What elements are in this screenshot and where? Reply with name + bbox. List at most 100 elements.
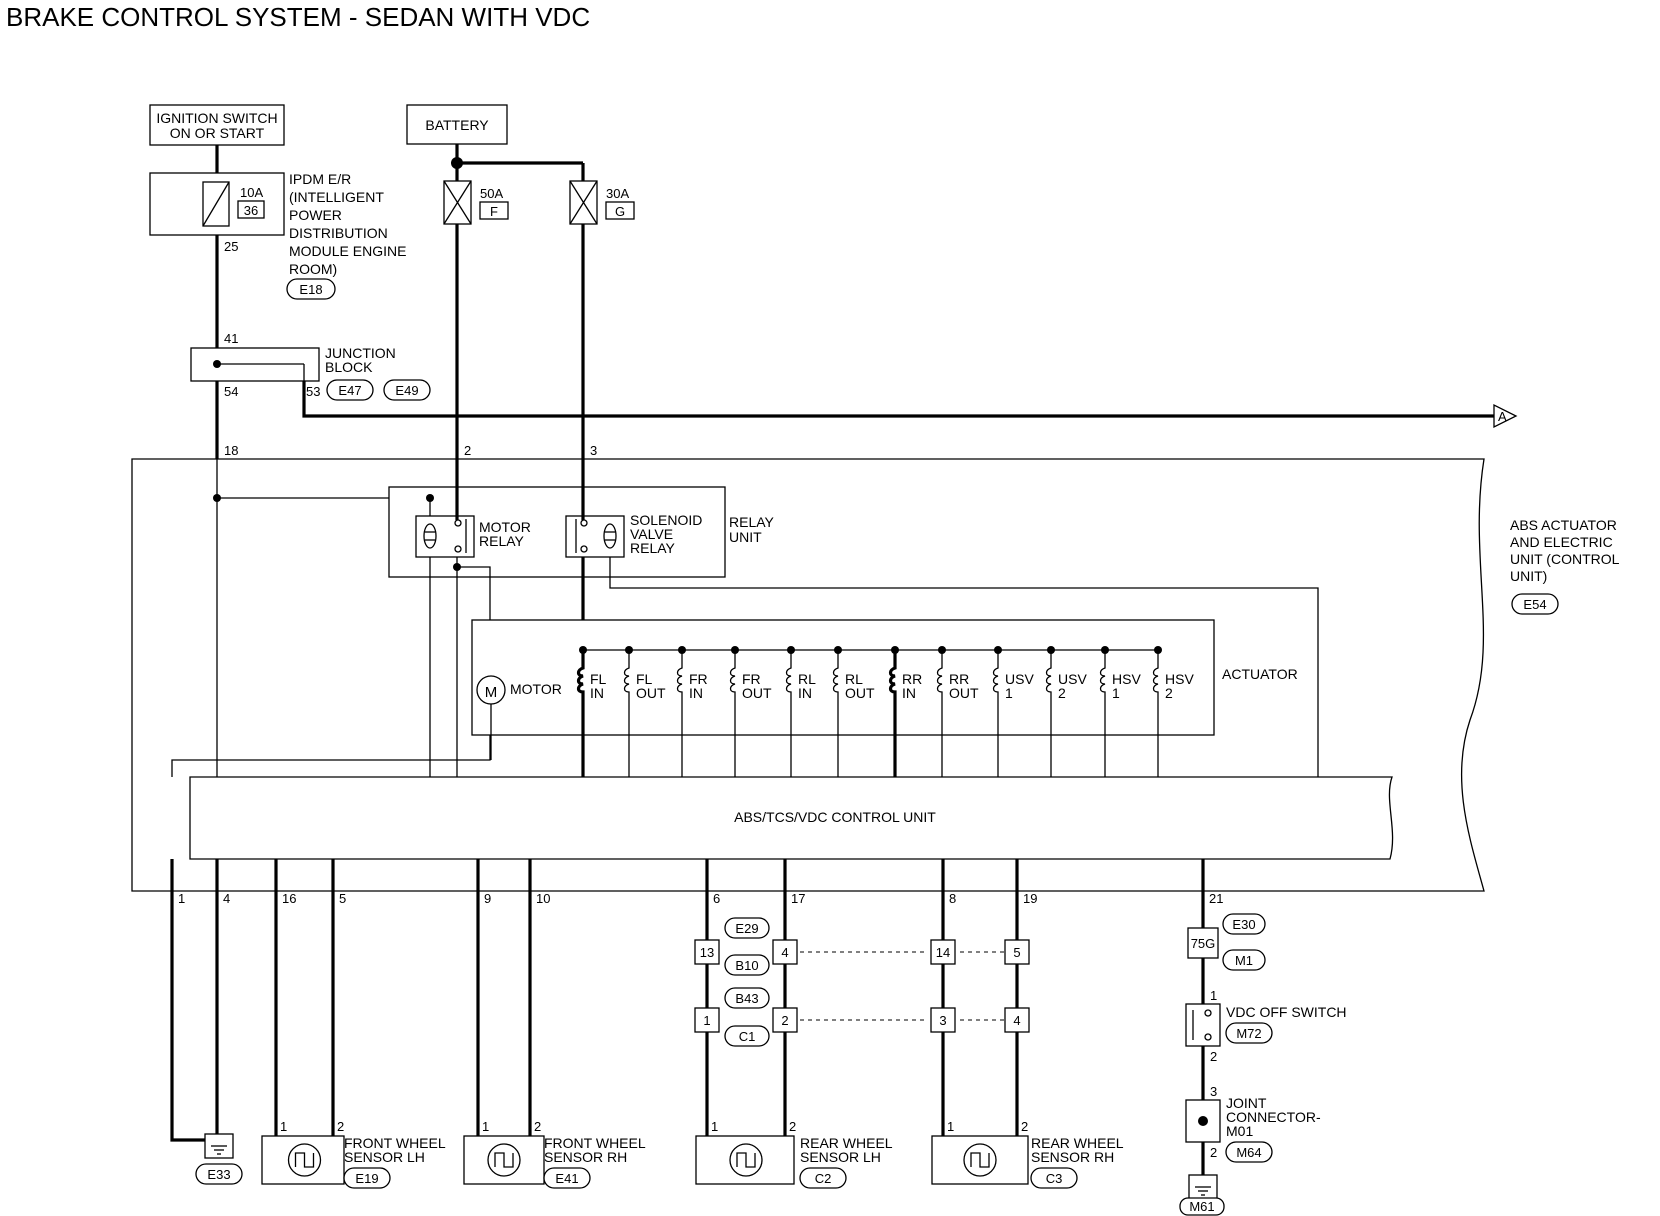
sensor-label-2: SENSOR LH xyxy=(344,1149,425,1165)
valve-label-top: FR xyxy=(689,671,708,687)
valve-label-top: HSV xyxy=(1165,671,1194,687)
joint-label-3: M01 xyxy=(1226,1123,1253,1139)
relay-unit-label-1: RELAY xyxy=(729,514,775,530)
inline-pin-box-upper xyxy=(1004,939,1030,965)
conn-m1: M1 xyxy=(1235,953,1253,968)
valve-coil-icon xyxy=(1045,650,1052,777)
valve-label-top: HSV xyxy=(1112,671,1141,687)
inline-pin-lower: 4 xyxy=(1013,1013,1020,1028)
sensor-label-1: REAR WHEEL xyxy=(800,1135,893,1151)
svg-text:ROOM): ROOM) xyxy=(289,261,337,277)
sensor-label-2: SENSOR RH xyxy=(1031,1149,1114,1165)
sensor-connector: E41 xyxy=(555,1171,578,1186)
inline-pin-upper: 5 xyxy=(1013,945,1020,960)
vdc-off-switch-label: VDC OFF SWITCH xyxy=(1226,1004,1347,1020)
junction-connector-badge-1 xyxy=(326,379,374,401)
ground-m61-icon xyxy=(1188,1174,1218,1200)
inline-pin-box-upper xyxy=(694,939,720,965)
valve-label-top: FL xyxy=(636,671,653,687)
ipdm-fuse-rating: 10A xyxy=(240,185,263,200)
svg-text:MODULE ENGINE: MODULE ENGINE xyxy=(289,243,406,259)
valve-coil-icon xyxy=(785,650,792,777)
sensor-pin-2: 2 xyxy=(534,1119,541,1134)
wheel-sensor-pulse xyxy=(736,1152,756,1168)
fuse-30a-id-box xyxy=(605,201,635,220)
valve-coil-icon xyxy=(623,650,630,777)
sensor-pin-2: 2 xyxy=(337,1119,344,1134)
actuator-valves: FLINFLOUTFRINFROUTRLINRLOUTRRINRROUTUSV1… xyxy=(576,646,1194,777)
valve-label-bottom: OUT xyxy=(949,685,979,701)
bottom-pin: 19 xyxy=(1023,891,1037,906)
inline-pin-box-lower xyxy=(772,1007,798,1033)
valve-label-top: RR xyxy=(949,671,969,687)
inline-pin-box-lower xyxy=(694,1007,720,1033)
ground-m61: M61 xyxy=(1189,1199,1214,1214)
bottom-pin: 16 xyxy=(282,891,296,906)
abs-top-pin-18: 18 xyxy=(224,443,238,458)
vdc-connector: M72 xyxy=(1236,1026,1261,1041)
ipdm-fuse-number-box xyxy=(237,200,265,219)
joint-connector-badge xyxy=(1225,1141,1273,1163)
conn-e29: E29 xyxy=(735,921,758,936)
valve-label-top: FL xyxy=(590,671,607,687)
fuse-50a-icon xyxy=(443,180,472,225)
valve-coil-icon xyxy=(992,650,999,777)
sensor-pin-2: 2 xyxy=(1021,1119,1028,1134)
sensor-connector-badge xyxy=(1030,1167,1078,1189)
inline-pin-box-lower xyxy=(930,1007,956,1033)
valve-label-bottom: 2 xyxy=(1165,685,1173,701)
control-unit-label: ABS/TCS/VDC CONTROL UNIT xyxy=(734,809,936,825)
valve-coil-icon xyxy=(676,650,683,777)
vdc-pin-2: 2 xyxy=(1210,1049,1217,1064)
valve-coil-icon xyxy=(729,650,736,777)
svg-text:UNIT): UNIT) xyxy=(1510,568,1547,584)
conn-e30-badge xyxy=(1222,913,1266,935)
conn-e29-badge xyxy=(724,917,770,939)
svg-text:POWER: POWER xyxy=(289,207,342,223)
sensor-label-1: REAR WHEEL xyxy=(1031,1135,1124,1151)
bottom-pin: 8 xyxy=(949,891,956,906)
ground-e33-badge xyxy=(195,1163,243,1185)
wheel-sensor-pulse xyxy=(970,1152,990,1168)
vdc-connector-badge xyxy=(1225,1022,1273,1044)
junction-connector-badge-2 xyxy=(383,379,431,401)
conn-b10: B10 xyxy=(735,958,758,973)
valve-label-bottom: OUT xyxy=(636,685,666,701)
valve-label-bottom: IN xyxy=(798,685,812,701)
valve-label-bottom: IN xyxy=(902,685,916,701)
wheel-sensor-pulse xyxy=(494,1152,514,1168)
motor-relay-icon xyxy=(415,515,475,558)
valve-label-top: RL xyxy=(798,671,816,687)
sensor-connector-badge xyxy=(343,1167,391,1189)
valve-label-bottom: 2 xyxy=(1058,685,1066,701)
bottom-pin: 1 xyxy=(178,891,185,906)
valve-coil-icon xyxy=(576,650,585,777)
inline-pin-upper: 14 xyxy=(936,945,950,960)
relay-unit-label-2: UNIT xyxy=(729,529,762,545)
inline-pin-box-upper xyxy=(772,939,798,965)
valve-label-top: RR xyxy=(902,671,922,687)
junction-connector-1: E47 xyxy=(338,383,361,398)
joint-label-2: CONNECTOR- xyxy=(1226,1109,1321,1125)
valve-label-top: USV xyxy=(1058,671,1087,687)
splice-75g: 75G xyxy=(1191,936,1216,951)
valve-coil-icon xyxy=(832,650,839,777)
sensor-pin-1: 1 xyxy=(711,1119,718,1134)
valve-label-top: FR xyxy=(742,671,761,687)
svg-text:UNIT (CONTROL: UNIT (CONTROL xyxy=(1510,551,1620,567)
valve-label-bottom: IN xyxy=(590,685,604,701)
battery-label: BATTERY xyxy=(425,117,489,133)
junction-connector-2: E49 xyxy=(395,383,418,398)
inline-pin-box-upper xyxy=(930,939,956,965)
solenoid-valve-relay-icon xyxy=(565,515,625,558)
page-title: BRAKE CONTROL SYSTEM - SEDAN WITH VDC xyxy=(6,2,590,32)
conn-e30: E30 xyxy=(1232,917,1255,932)
control-unit-box xyxy=(189,776,1394,860)
conn-b43-badge xyxy=(724,987,770,1009)
ipdm-connector-badge xyxy=(286,278,336,300)
valve-label-bottom: OUT xyxy=(742,685,772,701)
ground-e33-icon xyxy=(204,1133,234,1159)
ground-m61-badge xyxy=(1179,1197,1225,1216)
conn-c1-badge xyxy=(724,1025,770,1047)
